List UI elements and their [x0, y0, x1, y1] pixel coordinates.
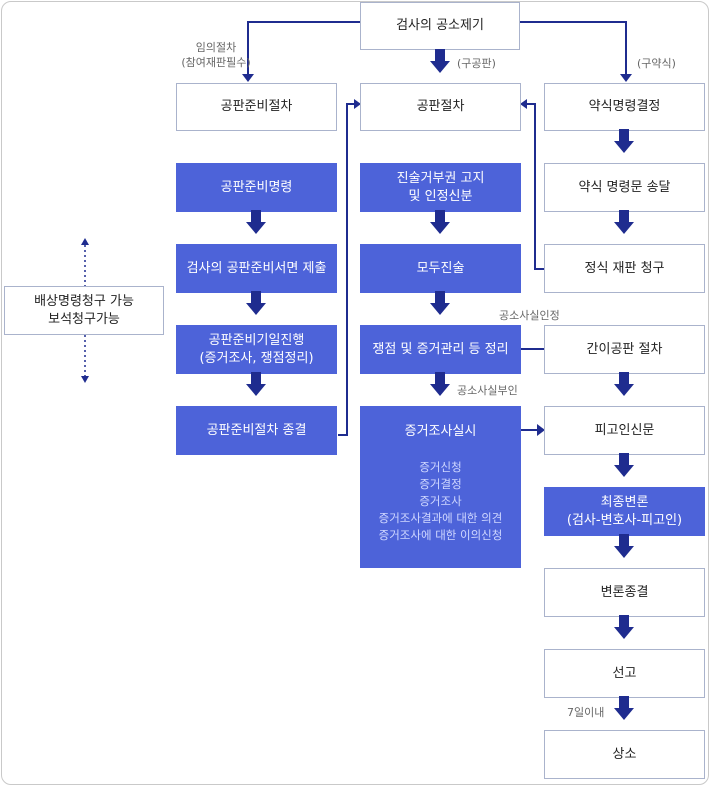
summary-order-header: 약식명령결정 — [544, 83, 705, 131]
arrow-top-to-trial — [430, 49, 450, 73]
deadline-note: 7일이내 — [567, 706, 605, 719]
indictment-box: 검사의 공소제기 — [360, 2, 520, 50]
arrow-left-2 — [246, 291, 266, 315]
arrow-right-3 — [614, 534, 634, 558]
opening-statement-box: 모두진술 — [360, 244, 521, 293]
appeal-box: 상소 — [544, 730, 705, 779]
pretrial-end-box: 공판준비절차 종결 — [176, 406, 337, 455]
arrow-right-4 — [614, 615, 634, 639]
trial-header: 공판절차 — [360, 83, 521, 131]
formal-trial-request-box: 정식 재판 청구 — [544, 244, 705, 293]
arrow-center-2 — [430, 291, 450, 315]
arrow-right-1 — [614, 372, 634, 396]
arrow-left-1 — [246, 210, 266, 234]
verdict-box: 선고 — [544, 649, 705, 698]
side-claims-box: 배상명령청구 가능 보석청구가능 — [4, 286, 164, 335]
confession-note: 공소사실인정 — [499, 309, 560, 322]
arrow-summary-1 — [614, 129, 634, 153]
pretrial-header: 공판준비절차 — [176, 83, 337, 131]
pretrial-order-box: 공판준비명령 — [176, 163, 337, 212]
simplified-trial-box: 간이공판 절차 — [544, 325, 705, 374]
evidence-examination-title: 증거조사실시 — [404, 424, 477, 439]
argument-close-box: 변론종결 — [544, 568, 705, 617]
left-branch-note: 임의절차 (참여재판필수) — [181, 41, 251, 69]
prosecutor-brief-box: 검사의 공판준비서면 제출 — [176, 244, 337, 293]
arrow-center-1 — [430, 210, 450, 234]
summary-delivery-box: 약식 명령문 송달 — [544, 163, 705, 212]
right-branch-note: (구약식) — [637, 57, 676, 70]
center-branch-note: (구공판) — [457, 57, 496, 70]
denial-note: 공소사실부인 — [457, 384, 518, 397]
defendant-examination-box: 피고인신문 — [544, 406, 705, 455]
evidence-examination-box: 증거조사실시 증거신청 증거결정 증거조사 증거조사결과에 대한 의견 증거조사… — [360, 406, 521, 568]
arrow-right-5 — [614, 696, 634, 720]
arrow-left-3 — [246, 372, 266, 396]
arrow-center-3 — [430, 372, 450, 396]
rights-notice-box: 진술거부권 고지 및 인정신분 — [360, 163, 521, 212]
pretrial-hearing-box: 공판준비기일진행 (증거조사, 쟁점정리) — [176, 325, 337, 374]
evidence-examination-items: 증거신청 증거결정 증거조사 증거조사결과에 대한 의견 증거조사에 대한 이의… — [378, 460, 503, 542]
issue-arrangement-box: 쟁점 및 증거관리 등 정리 — [360, 325, 521, 374]
arrow-right-2 — [614, 453, 634, 477]
final-argument-box: 최종변론 (검사-변호사-피고인) — [544, 487, 705, 536]
arrow-summary-2 — [614, 210, 634, 234]
